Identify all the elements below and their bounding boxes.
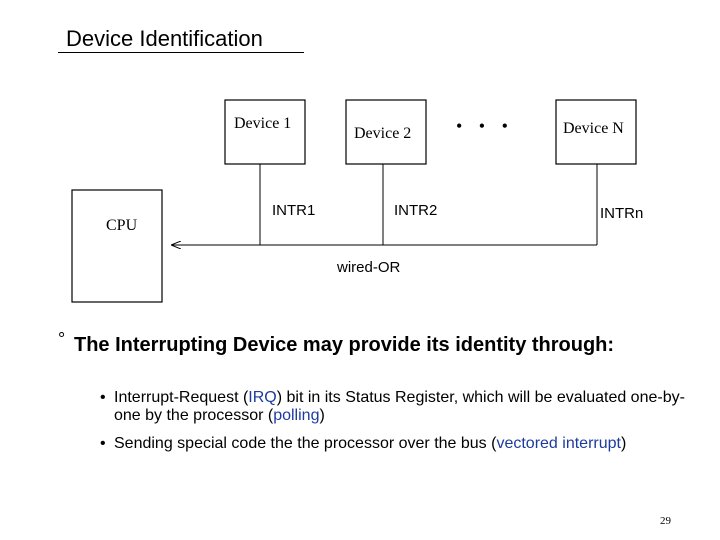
device-1-label: Device 1 (234, 115, 291, 132)
sub-bullet-irq: • Interrupt-Request (IRQ) bit in its Sta… (100, 389, 690, 425)
device-1-box (224, 99, 306, 165)
main-bullet: ° The Interrupting Device may provide it… (58, 329, 698, 356)
device-2-box (345, 99, 427, 165)
intr1-label: INTR1 (272, 202, 315, 219)
intrn-label: INTRn (600, 205, 643, 222)
sub-bullet-list: • Interrupt-Request (IRQ) bit in its Sta… (100, 389, 690, 463)
cpu-label: CPU (106, 217, 138, 234)
device-n-box (555, 99, 637, 165)
sub-bullet-symbol: • (100, 435, 106, 452)
slide-title: Device Identification (66, 26, 263, 51)
cpu-box (71, 189, 163, 303)
polling-term: polling (273, 407, 320, 424)
sub-bullet-text: Sending special code the the processor o… (114, 435, 497, 452)
irq-term: IRQ (248, 389, 277, 406)
intr2-label: INTR2 (394, 202, 437, 219)
main-bullet-symbol: ° (58, 329, 66, 349)
device-2-label: Device 2 (354, 125, 411, 142)
sub-bullet-symbol: • (100, 389, 106, 406)
sub-bullet-vectored: • Sending special code the the processor… (100, 435, 690, 453)
sub-bullet-text: ) bit in its Status Register, which will… (114, 389, 685, 424)
bus-label: wired-OR (336, 259, 401, 276)
sub-bullet-text: ) (620, 435, 627, 452)
main-bullet-text: The Interrupting Device may provide its … (74, 334, 615, 356)
sub-bullet-text: ) (319, 407, 325, 424)
sub-bullet-text: Interrupt-Request ( (114, 389, 249, 406)
device-ellipsis: • • • (456, 116, 514, 136)
device-n-label: Device N (563, 120, 624, 137)
title-underline (58, 52, 304, 53)
page-number: 29 (660, 515, 671, 527)
vectored-interrupt-term: vectored interrupt (496, 435, 621, 452)
